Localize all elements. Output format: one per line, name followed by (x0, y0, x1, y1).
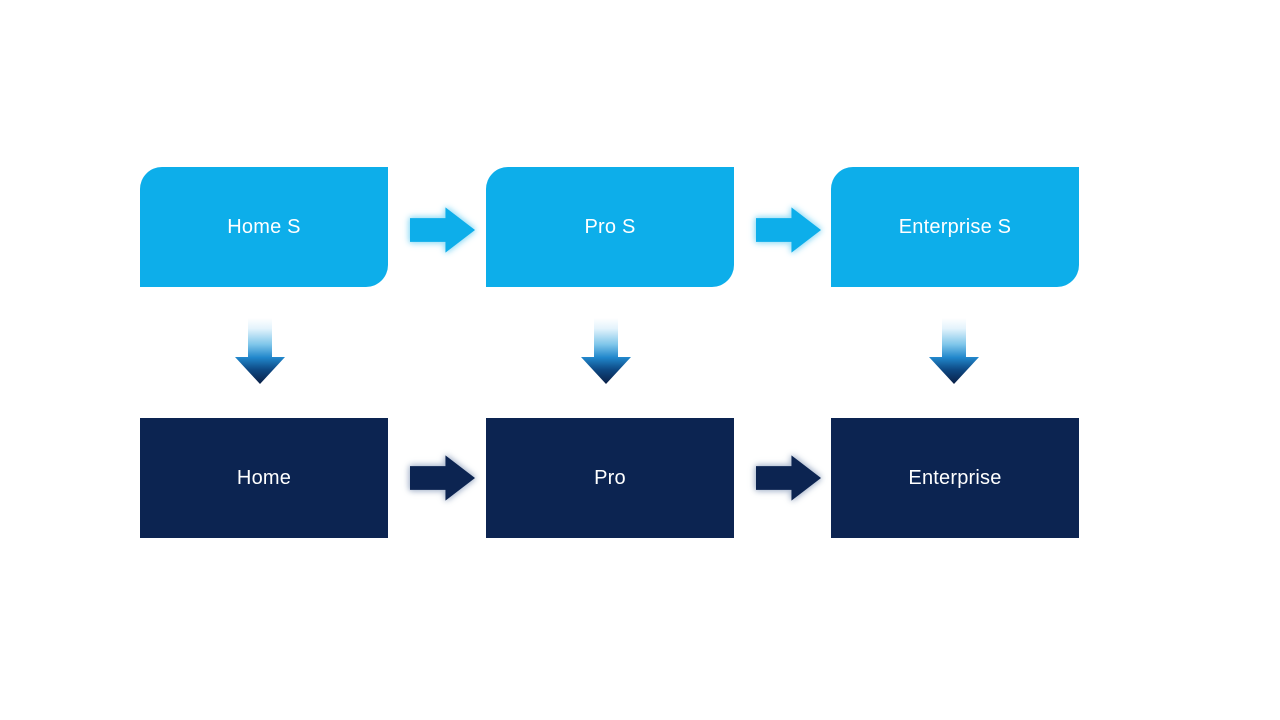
shape-pro-s: Pro S (486, 167, 734, 287)
down-arrow-icon (235, 318, 285, 384)
shape-home: Home (140, 418, 388, 538)
shape-label: Home (236, 466, 292, 489)
down-arrow-icon (581, 318, 631, 384)
shape-label: Enterprise (908, 466, 1002, 489)
shape-enterprise: Enterprise (831, 418, 1079, 538)
shape-label: Pro S (584, 215, 636, 238)
right-arrow-icon (410, 455, 475, 501)
shape-label: Pro (594, 466, 626, 489)
shape-label: Enterprise S (898, 215, 1012, 238)
right-arrow-icon (756, 455, 821, 501)
right-arrow-icon (756, 207, 821, 253)
shape-home-s: Home S (140, 167, 388, 287)
right-arrow-icon (410, 207, 475, 253)
down-arrow-icon (929, 318, 979, 384)
shape-label: Home S (227, 215, 301, 238)
shape-pro: Pro (486, 418, 734, 538)
shape-enterprise-s: Enterprise S (831, 167, 1079, 287)
